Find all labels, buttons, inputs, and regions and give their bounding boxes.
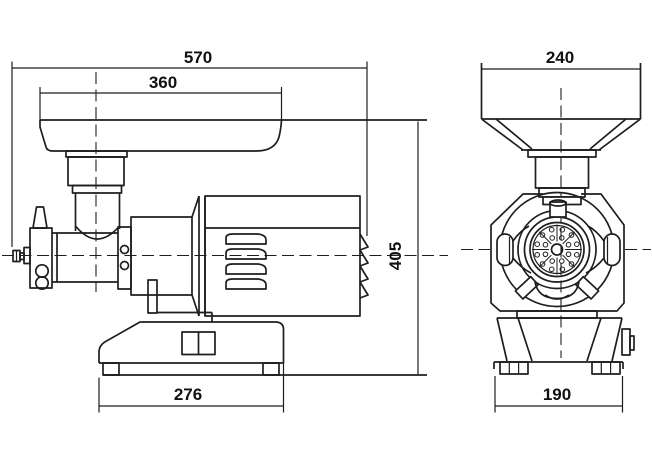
head-cylinder	[52, 232, 118, 283]
dim-base-length-label: 276	[174, 385, 202, 404]
stub-handle-left-body	[514, 275, 540, 300]
louver	[225, 248, 267, 260]
pedestal	[496, 317, 623, 362]
dim-overall-length: 570	[11, 48, 368, 247]
stub-handle-left	[514, 275, 540, 300]
base-foot-left-front	[499, 361, 529, 375]
dim-overall-length-label: 570	[184, 48, 212, 67]
collar-screw-lower	[119, 260, 130, 271]
base-foot-right	[262, 362, 280, 376]
feed-tube	[74, 193, 121, 240]
base-outline	[98, 321, 285, 364]
dim-tray-width: 240	[481, 48, 641, 70]
plate-hole	[565, 241, 572, 248]
stub-handle-right	[574, 275, 600, 300]
drawing-root: 570 360 405 276	[2, 48, 651, 413]
plate-hole	[574, 252, 580, 258]
housing-bottom-flange	[516, 310, 598, 319]
gearbox-block	[130, 216, 193, 296]
plate-hole	[539, 261, 546, 267]
neck-front	[534, 156, 590, 189]
head-front-plate	[29, 227, 53, 289]
base-foot-left	[102, 362, 120, 376]
front-view: 240 190	[461, 48, 651, 413]
plate-hole	[565, 251, 572, 258]
plate-hole	[542, 241, 549, 248]
dim-base-length: 276	[98, 363, 285, 413]
plate-hole	[539, 232, 546, 238]
grinding-plate-rim	[529, 221, 585, 278]
plate-hole	[558, 235, 565, 241]
plate-hole	[548, 266, 555, 273]
louver	[225, 263, 267, 275]
head-rear-collar	[117, 226, 132, 290]
plate-hole	[559, 226, 566, 233]
funnel-flange	[527, 149, 597, 158]
louver	[225, 278, 267, 290]
feed-neck-step	[71, 184, 123, 194]
grinder-side-outline	[12, 119, 427, 376]
dim-tray-length-label: 360	[149, 73, 177, 92]
plate-spoke	[562, 254, 576, 268]
side-view: 570 360 405 276	[2, 48, 448, 413]
dim-overall-height-label: 405	[386, 242, 405, 270]
front-plate-boss-lower	[34, 275, 50, 291]
side-switch-button	[629, 335, 635, 351]
side-view-center-lines	[2, 72, 448, 292]
plate-hole	[534, 241, 540, 247]
base-front	[493, 361, 624, 369]
tray-front	[480, 63, 642, 120]
motor-body	[204, 195, 361, 317]
plate-hole	[568, 261, 575, 267]
top-stub-cap	[549, 199, 567, 207]
dim-overall-height: 405	[386, 121, 419, 374]
motor-louvers	[225, 233, 267, 290]
ear-handle-right	[603, 233, 621, 267]
dim-base-width-label: 190	[543, 385, 571, 404]
support-bracket	[147, 279, 158, 314]
ear-handle-left	[496, 233, 514, 267]
plate-spoke	[562, 231, 576, 245]
collar-screw-upper	[119, 244, 130, 255]
plate-hole	[548, 226, 555, 233]
wing-arms	[512, 225, 605, 274]
plate-spoke	[538, 254, 552, 268]
nut-bottom-bulge	[534, 281, 580, 300]
base-foot-left-ribs	[508, 362, 520, 374]
plate-hole	[574, 241, 580, 247]
stub-handle-right-body	[574, 275, 600, 300]
plate-hole	[542, 251, 549, 258]
tray-pan	[39, 119, 283, 152]
plate-hole	[549, 235, 556, 241]
dim-base-width: 190	[494, 376, 624, 413]
louver	[225, 233, 267, 245]
plate-hole	[558, 258, 565, 264]
dim-tray-width-label: 240	[546, 48, 574, 67]
tray-funnel	[480, 118, 642, 151]
front-view-center-lines	[461, 88, 651, 358]
motor-platform	[157, 311, 213, 322]
plate-hole	[559, 266, 566, 273]
plate-center-hole	[550, 243, 564, 256]
grinding-plate-holes	[532, 224, 582, 275]
grinder-front-outline	[480, 63, 642, 375]
side-switch-box	[621, 328, 631, 356]
front-plate-boss-upper	[34, 263, 50, 279]
shaft-collar	[23, 246, 31, 265]
base-foot-right-ribs	[600, 362, 612, 374]
head-knob	[32, 206, 48, 229]
plate-hole	[534, 252, 540, 258]
dim-tray-length: 360	[39, 73, 283, 120]
plate-hole	[549, 258, 556, 264]
plate-hole	[568, 232, 575, 238]
base-foot-right-front	[591, 361, 621, 375]
motor-bell	[191, 195, 206, 317]
motor-cooling-fins	[359, 233, 369, 299]
plate-spoke	[538, 231, 552, 245]
